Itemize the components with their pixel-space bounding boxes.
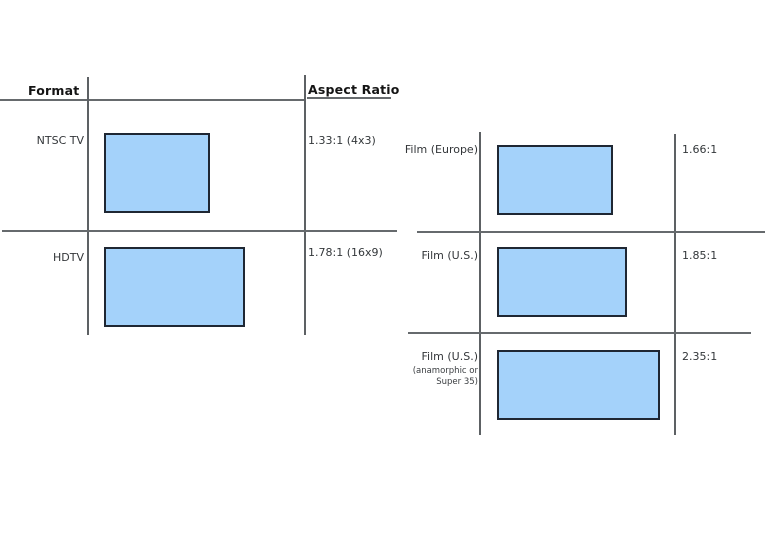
aspect-rect-film-europe	[497, 145, 613, 215]
aspect-rect-film-us	[497, 247, 627, 317]
ratio-value-ntsc-tv: 1.33:1 (4x3)	[308, 134, 376, 147]
left-table-row-divider	[2, 230, 397, 232]
left-table-vertical-rule-1	[87, 77, 89, 335]
ratio-value-film-europe: 1.66:1	[682, 143, 718, 156]
aspect-rect-ntsc-tv	[104, 133, 210, 213]
aspect-ratio-column-header: Aspect Ratio	[308, 82, 400, 97]
ratio-value-film-us: 1.85:1	[682, 249, 718, 262]
aspect-rect-hdtv	[104, 247, 245, 327]
row-label-film-europe: Film (Europe)	[404, 143, 478, 156]
format-column-header: Format	[28, 83, 80, 98]
row-label-film-us-anamorphic: Film (U.S.)	[421, 350, 478, 363]
left-table-vertical-rule-2	[304, 75, 306, 335]
ratio-value-hdtv: 1.78:1 (16x9)	[308, 246, 383, 259]
aspect-rect-film-us-anamorphic	[497, 350, 660, 420]
right-table-row-divider-1	[417, 231, 765, 233]
row-label-hdtv: HDTV	[53, 251, 84, 264]
format-header-rule	[0, 99, 306, 101]
row-label-ntsc-tv: NTSC TV	[36, 134, 84, 147]
aspect-ratio-header-rule	[307, 97, 391, 99]
ratio-value-film-us-anamorphic: 2.35:1	[682, 350, 718, 363]
right-table-vertical-rule-2	[674, 134, 676, 435]
right-table-vertical-rule-1	[479, 132, 481, 435]
row-sublabel-film-us-anamorphic: (anamorphic or Super 35)	[412, 366, 478, 387]
row-label-film-us: Film (U.S.)	[421, 249, 478, 262]
right-table-row-divider-2	[408, 332, 751, 334]
